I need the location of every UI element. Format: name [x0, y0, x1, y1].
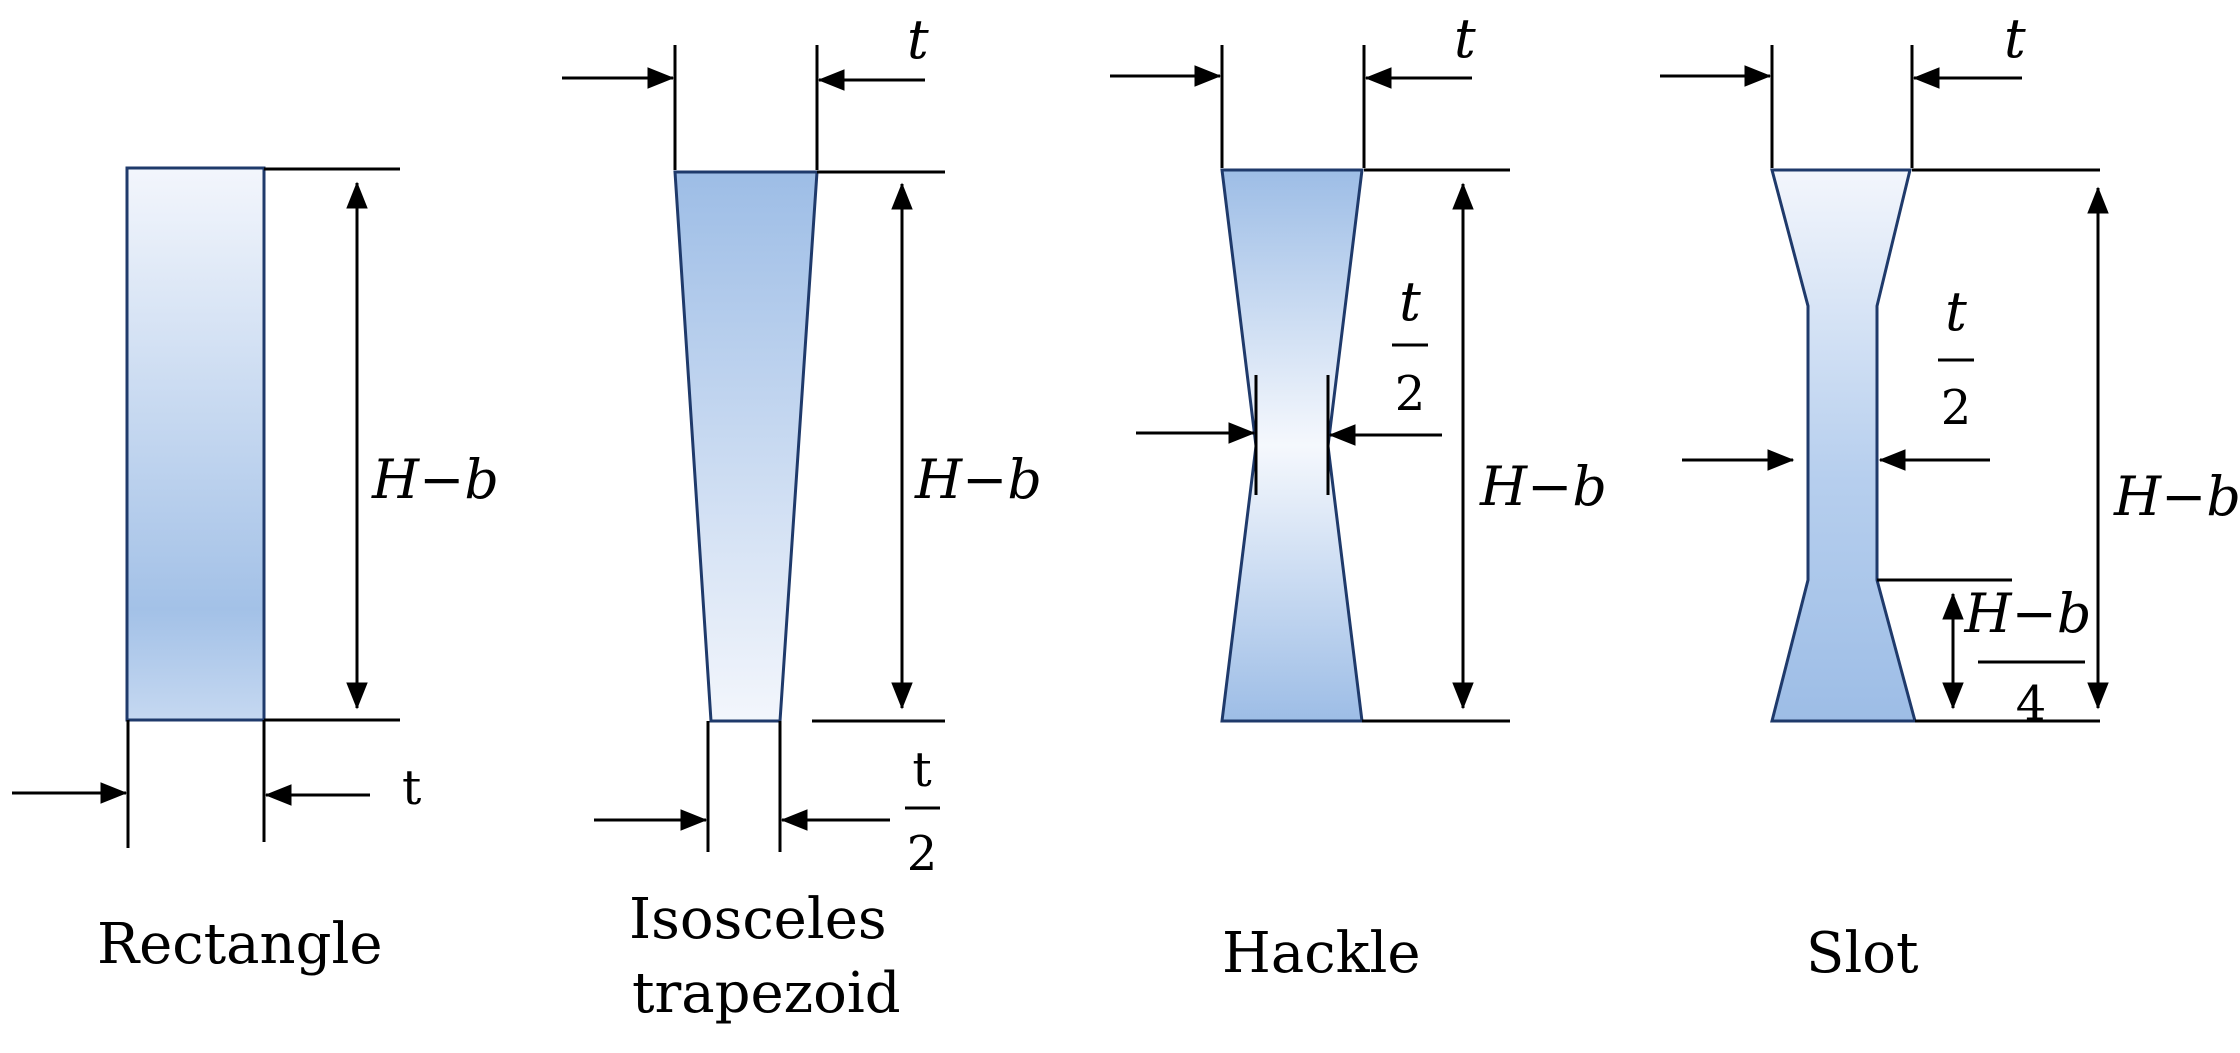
rectangle-shape [125, 166, 266, 722]
trapezoid-height-label: H−b [914, 448, 1042, 511]
trapezoid-half-numerator: t [912, 742, 931, 798]
slot-top-thickness-label: t [2004, 7, 2026, 70]
slot-figure: t H−b H−b 4 t 2 Slot [1660, 7, 2240, 986]
slot-shape [1770, 168, 1917, 723]
hackle-half-numerator: t [1399, 270, 1421, 333]
trapezoid-half-denominator: 2 [907, 826, 938, 882]
trapezoid-caption-line2: trapezoid [632, 961, 901, 1026]
trapezoid-shape [673, 170, 819, 723]
slot-height-label: H−b [2113, 465, 2240, 528]
rectangle-figure: H−b t Rectangle [12, 166, 499, 977]
rectangle-caption: Rectangle [97, 912, 383, 977]
trapezoid-figure: t H−b t 2 Isosceles trapezoid [562, 8, 1042, 1026]
hackle-half-denominator: 2 [1395, 366, 1426, 422]
trapezoid-top-thickness-label: t [907, 8, 929, 71]
hackle-caption: Hackle [1222, 921, 1421, 986]
rectangle-height-label: H−b [371, 448, 499, 511]
hackle-figure: t H−b t 2 Hackle [1110, 7, 1607, 986]
slot-caption: Slot [1806, 921, 1919, 986]
slot-half-denominator: 2 [1941, 380, 1972, 436]
rectangle-thickness-label: t [402, 760, 421, 816]
slot-quarter-denominator: 4 [2016, 676, 2047, 732]
trapezoid-caption-line1: Isosceles [629, 887, 887, 952]
hackle-shape [1220, 168, 1364, 723]
hackle-top-thickness-label: t [1454, 7, 1476, 70]
hackle-height-label: H−b [1479, 455, 1607, 518]
slot-half-numerator: t [1945, 280, 1967, 343]
slot-quarter-numerator: H−b [1964, 582, 2092, 645]
